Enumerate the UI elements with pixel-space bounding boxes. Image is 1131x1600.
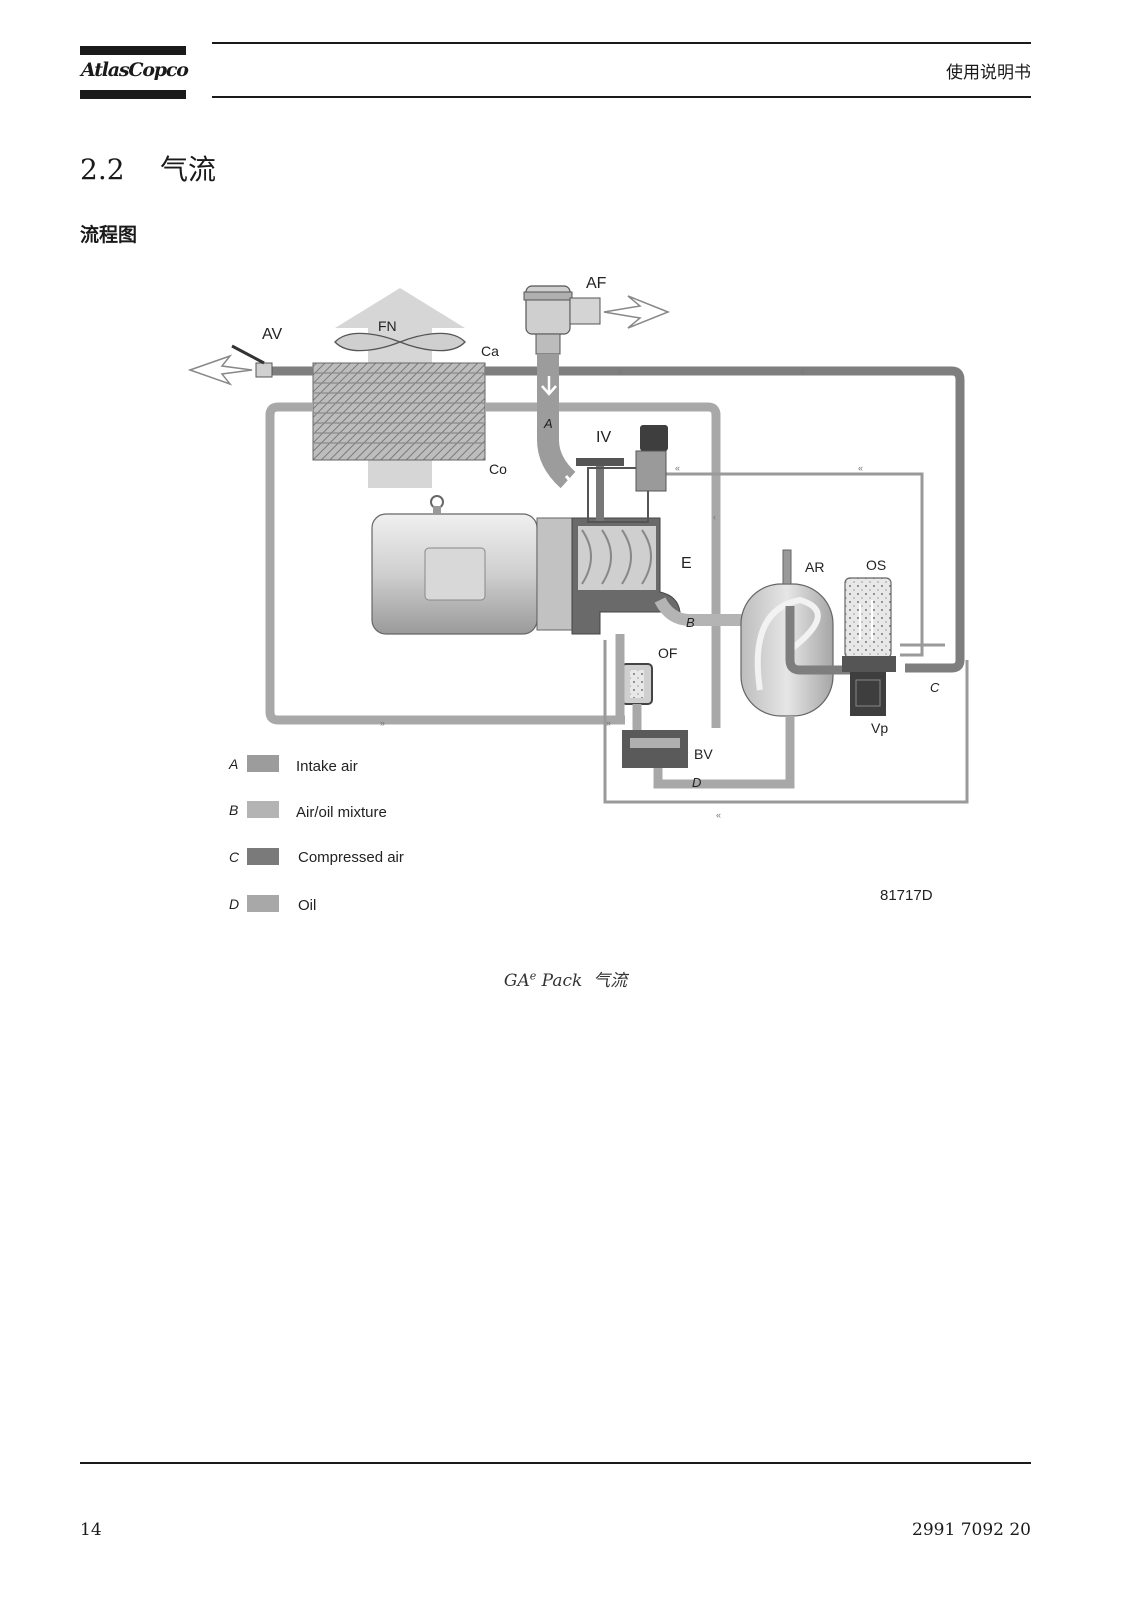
figure-code: 81717D: [880, 887, 933, 904]
intake-air-duct: [537, 354, 576, 489]
svg-text:«: «: [800, 366, 805, 376]
legend-swatch-oil: [247, 895, 279, 912]
label-flow-b: B: [686, 615, 695, 630]
legend-text: Air/oil mixture: [296, 804, 387, 821]
diagram-legend: A Intake air B Air/oil mixture C Compres…: [228, 755, 404, 914]
label-af: AF: [586, 275, 607, 292]
label-e: E: [681, 555, 692, 572]
section-title: 气流: [160, 153, 217, 186]
oil-separator: [844, 577, 892, 659]
label-iv: IV: [596, 429, 611, 446]
caption-superscript: e: [529, 969, 537, 983]
outlet-valve-av: [255, 362, 273, 378]
fan-blade-icon: [334, 332, 466, 352]
svg-text:«: «: [858, 463, 863, 473]
logo-text: AtlasCopco: [81, 59, 189, 81]
bypass-valve: [622, 730, 688, 768]
oil-return-pipe: [265, 402, 625, 725]
legend-text: Oil: [298, 897, 316, 914]
label-os: OS: [866, 557, 886, 573]
label-bv: BV: [694, 746, 713, 762]
logo-bar-top: [80, 46, 186, 55]
outlet-arrow-icon: [187, 354, 253, 386]
inlet-valve: [576, 458, 624, 466]
header-doc-type: 使用说明书: [946, 63, 1031, 83]
section-number: 2.2: [80, 153, 125, 186]
svg-text:»: »: [606, 718, 611, 728]
control-line-lower: [603, 640, 969, 804]
minimum-pressure-valve: [842, 656, 896, 672]
label-flow-a: A: [543, 416, 553, 431]
header-rule-top: [212, 42, 1031, 44]
label-ar: AR: [805, 559, 824, 575]
svg-text:«: «: [675, 463, 680, 473]
caption-main: GA: [503, 971, 530, 991]
label-co: Co: [489, 461, 507, 477]
caption-rest: Pack 气流: [536, 971, 628, 991]
legend-text: Compressed air: [298, 849, 404, 866]
legend-key: C: [229, 849, 240, 865]
label-ca: Ca: [481, 343, 499, 359]
legend-key: A: [228, 756, 238, 772]
footer-rule: [80, 1462, 1031, 1464]
section-heading: 2.2 气流: [80, 148, 216, 188]
subsection-heading: 流程图: [80, 224, 138, 246]
label-of: OF: [658, 645, 677, 661]
control-line-upper: [640, 472, 924, 657]
label-fn: FN: [378, 318, 397, 334]
legend-swatch-compressed-air: [247, 848, 279, 865]
label-av: AV: [262, 326, 282, 343]
cooler-block: [312, 362, 486, 461]
airflow-diagram: « « « « » » « ‹: [187, 275, 969, 914]
svg-text:‹: ‹: [713, 512, 716, 522]
oil-cooler-outlet-pipe: [485, 402, 721, 728]
logo-bar-bottom: [80, 90, 186, 99]
label-flow-d: D: [692, 775, 701, 790]
svg-text:«: «: [716, 810, 721, 820]
label-vp: Vp: [871, 720, 888, 736]
intake-arrow-icon: [603, 295, 671, 329]
svg-text:»: »: [380, 718, 385, 728]
label-flow-c: C: [930, 680, 940, 695]
header-rule-bottom: [212, 96, 1031, 98]
page-number: 14: [80, 1520, 102, 1540]
legend-key: D: [229, 896, 239, 912]
atlas-copco-logo: AtlasCopco: [80, 46, 189, 100]
legend-text: Intake air: [296, 758, 358, 775]
legend-swatch-intake-air: [247, 755, 279, 772]
figure-caption: GAe Pack 气流: [0, 966, 1131, 991]
document-number: 2991 7092 20: [912, 1520, 1031, 1540]
air-oil-mixture-pipe: [654, 597, 742, 626]
compressed-air-pipe: [270, 366, 965, 673]
loading-solenoid: [640, 425, 668, 451]
oil-pipe: [653, 716, 795, 789]
flow-arrow-marks: « « « « » » « ‹: [380, 366, 863, 820]
legend-swatch-air-oil-mixture: [247, 801, 279, 818]
legend-key: B: [229, 802, 238, 818]
svg-text:«: «: [618, 366, 623, 376]
